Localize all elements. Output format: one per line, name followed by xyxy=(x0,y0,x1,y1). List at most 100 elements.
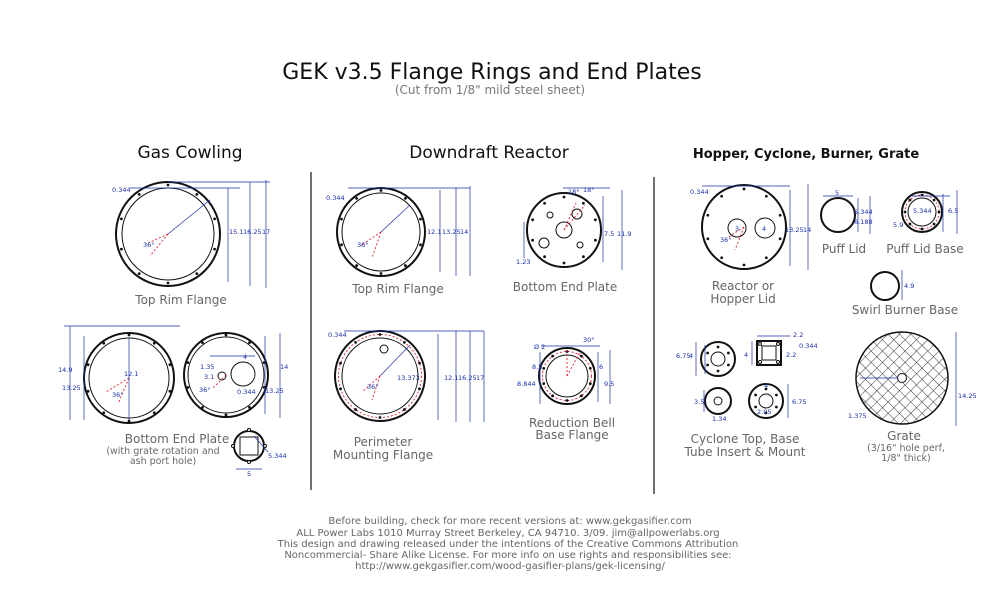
bolt-hole xyxy=(339,387,342,391)
bolt-hole xyxy=(593,238,597,242)
bolt-hole xyxy=(764,387,768,391)
label-gc-bottom-end-note1: (with grate rotation and xyxy=(106,446,219,457)
label-gc-top-rim: Top Rim Flange xyxy=(134,293,226,307)
label-hc-grate: Grate xyxy=(887,429,921,443)
dim-gc-be-inner: 12.1 xyxy=(124,370,138,378)
label-gc-bottom-end-note2: ash port hole) xyxy=(130,456,196,467)
bolt-hole xyxy=(201,341,204,345)
hc-reactor-lid xyxy=(701,184,809,270)
bolt-hole xyxy=(378,333,382,336)
label-dr-bottom-end: Bottom End Plate xyxy=(513,280,617,294)
bolt-hole xyxy=(580,354,583,358)
dim-gc-be2-angle: 36° xyxy=(199,386,211,394)
dim-hc-plb-c: 5.9 xyxy=(893,221,903,229)
label-dr-top-rim: Top Rim Flange xyxy=(351,282,443,296)
dim-dr-rb-c: 8.5 xyxy=(532,363,542,371)
bolt-hole xyxy=(720,256,724,260)
bolt-hole xyxy=(248,405,251,409)
hc-swirl-burner-base xyxy=(870,270,903,301)
bolt-hole xyxy=(742,263,746,267)
page-title: GEK v3.5 Flange Rings and End Plates xyxy=(282,60,701,85)
bolt-hole xyxy=(726,351,730,355)
dim-gc-top-d3: 17 xyxy=(262,228,270,236)
footer-line-5: http://www.gekgasifier.com/wood-gasifier… xyxy=(355,561,665,572)
dim-hc-cy-h: 1.34 xyxy=(712,415,726,423)
dr-perimeter-flange xyxy=(334,330,485,422)
dim-dr-be-a2: 18° xyxy=(583,186,595,194)
dim-hc-cy-j: 2.05 xyxy=(757,408,771,416)
bolt-hole xyxy=(706,213,710,217)
bolt-hole xyxy=(720,194,724,198)
dim-hc-cy-c: 2.2 xyxy=(793,331,803,339)
bolt-hole xyxy=(908,222,912,226)
dim-dr-be-d1: 7.5 xyxy=(604,230,614,238)
bolt-hole xyxy=(186,385,190,389)
bolt-hole xyxy=(137,192,141,196)
dim-dr-rb-e: 8.844 xyxy=(517,380,536,388)
dim-dr-top-d1: 12.1 xyxy=(427,228,441,236)
bolt-hole xyxy=(562,261,566,265)
bolt-hole xyxy=(127,333,131,337)
bolt-hole xyxy=(418,387,421,391)
dim-hc-pl-b: 6.188 xyxy=(854,218,873,226)
bolt-hole xyxy=(355,197,359,200)
dim-dr-pm-d1: 12.1 xyxy=(444,374,458,382)
dim-gc-top-d1: 15.1 xyxy=(229,228,243,236)
bolt-hole xyxy=(531,218,535,222)
bolt-hole xyxy=(418,361,421,365)
dim-hc-plb-b: 6.5 xyxy=(948,207,958,215)
bolt-hole xyxy=(903,210,907,214)
bolt-hole xyxy=(340,243,343,247)
bolt-hole xyxy=(403,264,407,267)
bolt-hole xyxy=(932,198,936,202)
bolt-hole xyxy=(764,194,768,198)
dim-hc-rl-d1: 13.25 xyxy=(785,226,804,234)
dim-hc-cy-e: 2.2 xyxy=(786,351,796,359)
bolt-hole xyxy=(716,369,720,373)
bolt-hole xyxy=(419,243,422,247)
bolt-hole xyxy=(543,201,546,205)
gc-bottom-end-plate xyxy=(64,325,180,424)
hc-puff-lid xyxy=(820,195,871,234)
footer-line-1: Before building, check for more recent v… xyxy=(328,516,691,527)
dim-hc-pl-a: 5.344 xyxy=(854,208,873,216)
bolt-hole xyxy=(742,187,746,191)
bolt-hole xyxy=(582,255,585,259)
dim-dr-be-d2: 11.9 xyxy=(617,230,631,238)
dim-gc-top-d2: 16.25 xyxy=(243,228,262,236)
dr-reduction-bell-flange xyxy=(538,345,611,405)
dim-hc-rl-b: 4 xyxy=(762,225,766,233)
dim-dr-be-hole: 1.23 xyxy=(516,258,530,266)
bolt-hole xyxy=(706,237,710,241)
bolt-hole xyxy=(778,237,782,241)
bolt-hole xyxy=(195,272,199,276)
bolt-hole xyxy=(403,197,407,200)
dim-hc-cy-i: 4 xyxy=(764,382,768,390)
bolt-hole xyxy=(565,399,569,402)
bolt-hole xyxy=(726,363,730,367)
bolt-hole xyxy=(562,195,566,199)
dim-dr-pm-r: 13.373 xyxy=(397,374,420,382)
bolt-hole xyxy=(354,408,358,411)
footer-line-4: Noncommercial- Share Alike License. For … xyxy=(284,550,731,561)
bolt-hole xyxy=(168,389,172,393)
bolt-hole xyxy=(355,264,359,267)
section-downdraft-reactor: Downdraft Reactor xyxy=(409,143,568,163)
bolt-hole xyxy=(716,345,720,349)
dim-dr-top-d2: 13.25 xyxy=(442,228,461,236)
bolt-hole xyxy=(754,405,758,409)
label-hc-grate-note1: (3/16" hole perf, xyxy=(867,443,945,454)
dim-dr-pm-angle: 36° xyxy=(367,383,379,391)
label-hc-cyclone2: Tube Insert & Mount xyxy=(684,445,806,459)
dim-hc-cy-f: 0.344 xyxy=(799,342,818,350)
bolt-hole xyxy=(168,363,172,367)
bolt-hole xyxy=(378,416,382,419)
dim-hc-cy-g: 3.5 xyxy=(694,398,704,406)
dim-dr-top-d3: 14 xyxy=(460,228,468,236)
page-subtitle: (Cut from 1/8" mild steel sheet) xyxy=(395,83,585,97)
dim-hc-rl-angle: 36° xyxy=(720,236,732,244)
bolt-hole xyxy=(354,341,358,344)
dim-gc-top-angle: 36° xyxy=(143,241,155,249)
bolt-hole xyxy=(166,281,170,285)
dim-dr-top-hole: 0.344 xyxy=(326,194,345,202)
